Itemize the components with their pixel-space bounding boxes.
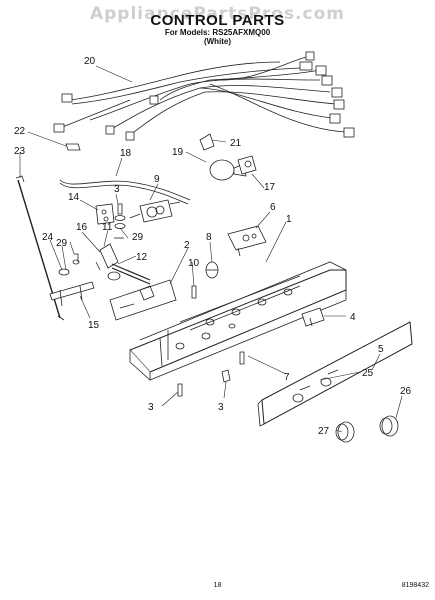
connector-22: [65, 143, 81, 151]
part-4: [301, 307, 325, 327]
callout-3-mid: 3: [218, 402, 224, 413]
callout-19: 19: [172, 147, 184, 158]
callout-29-left: 29: [56, 238, 68, 249]
tube-18: [59, 179, 191, 205]
callout-23: 23: [14, 146, 26, 157]
callout-11: 11: [102, 222, 113, 233]
callout-27: 27: [318, 426, 330, 437]
socket-17: [237, 155, 257, 175]
callout-29-right: 29: [132, 232, 144, 243]
callout-18: 18: [120, 148, 132, 159]
screw-7: [239, 351, 245, 365]
color-line: (White): [203, 37, 232, 46]
callout-20: 20: [84, 56, 96, 67]
screw-3-lower: [177, 369, 231, 397]
clip-21: [199, 133, 215, 151]
socket-8: [205, 261, 219, 279]
screw-set: [114, 203, 126, 239]
callout-9: 9: [154, 174, 160, 185]
bulb-19: [209, 159, 247, 181]
bracket-14: [95, 203, 115, 225]
knob-26: [379, 415, 399, 437]
callout-16: 16: [76, 222, 88, 233]
callout-12: 12: [136, 252, 148, 263]
callout-5: 5: [378, 344, 384, 355]
leader-lines: [19, 65, 403, 433]
callout-3-upper: 3: [114, 184, 120, 195]
callout-3-left: 3: [148, 402, 154, 413]
control-shaft-11: [95, 243, 151, 285]
callout-26: 26: [400, 386, 412, 397]
document-part-number: 8198432: [401, 582, 429, 589]
control-housing-1: [129, 261, 347, 381]
callout-22: 22: [14, 126, 26, 137]
callout-25: 25: [362, 368, 374, 379]
callout-1: 1: [286, 214, 292, 225]
watermark: AppliancePartsPros.com: [89, 4, 345, 24]
callout-10: 10: [188, 258, 200, 269]
callout-7: 7: [284, 372, 290, 383]
callout-6: 6: [270, 202, 276, 213]
knob-27: [335, 421, 355, 443]
model-subtitle: For Models: RS25AFXMQ00 (White): [0, 28, 435, 46]
models-line: For Models: RS25AFXMQ00: [164, 28, 271, 37]
control-mount-2: [109, 279, 177, 321]
switch-6: [227, 225, 267, 257]
callout-21: 21: [230, 138, 242, 149]
fastener-16-24: [58, 253, 80, 276]
callout-24: 24: [42, 232, 54, 243]
callout-15: 15: [88, 320, 100, 331]
page-number: 18: [213, 582, 222, 589]
callout-4: 4: [350, 312, 356, 323]
thermostat-9: [129, 199, 181, 223]
callout-17: 17: [264, 182, 276, 193]
callout-8: 8: [206, 232, 212, 243]
page-title: CONTROL PARTS: [150, 12, 285, 29]
control-panel-25: [257, 321, 413, 427]
callout-14: 14: [68, 192, 80, 203]
bracket-15: [49, 281, 95, 307]
callout-2: 2: [184, 240, 190, 251]
wiring-harness: [53, 51, 355, 141]
screw-10: [191, 285, 197, 299]
